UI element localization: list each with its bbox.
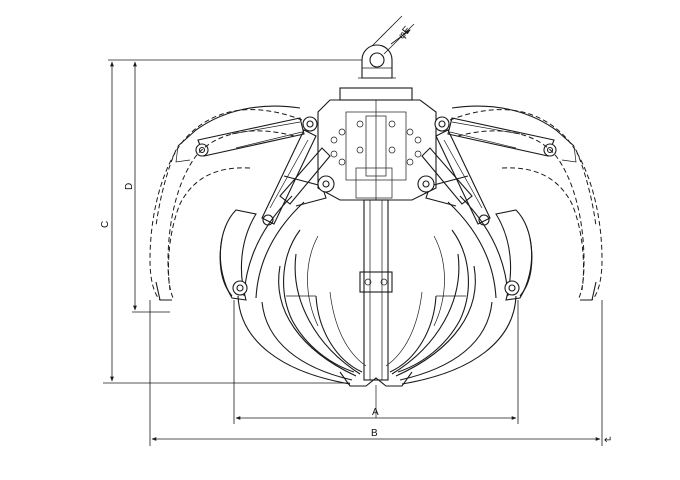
- dimension-e: φE: [371, 15, 415, 55]
- dimension-b: B ↵: [149, 300, 612, 446]
- left-open-arm: [149, 105, 303, 301]
- left-cylinders: [195, 116, 335, 226]
- dimension-c: C: [100, 59, 362, 384]
- inner-tines: [283, 229, 469, 373]
- central-body: [317, 87, 437, 201]
- dimension-c-label: C: [100, 221, 111, 228]
- central-shaft: [359, 199, 393, 381]
- hanging-eye: [358, 44, 396, 79]
- dimension-d: D: [124, 61, 170, 313]
- dimension-d-label: D: [124, 183, 135, 190]
- hub-bolts: [330, 120, 422, 166]
- dimension-a: A: [233, 300, 519, 424]
- right-open-arm: [449, 105, 603, 301]
- closed-tines: [237, 253, 517, 387]
- dimension-a-label: A: [372, 407, 379, 418]
- dimension-b-label: B: [371, 428, 378, 439]
- svg-text:↵: ↵: [604, 435, 612, 446]
- right-cylinders: [417, 116, 557, 226]
